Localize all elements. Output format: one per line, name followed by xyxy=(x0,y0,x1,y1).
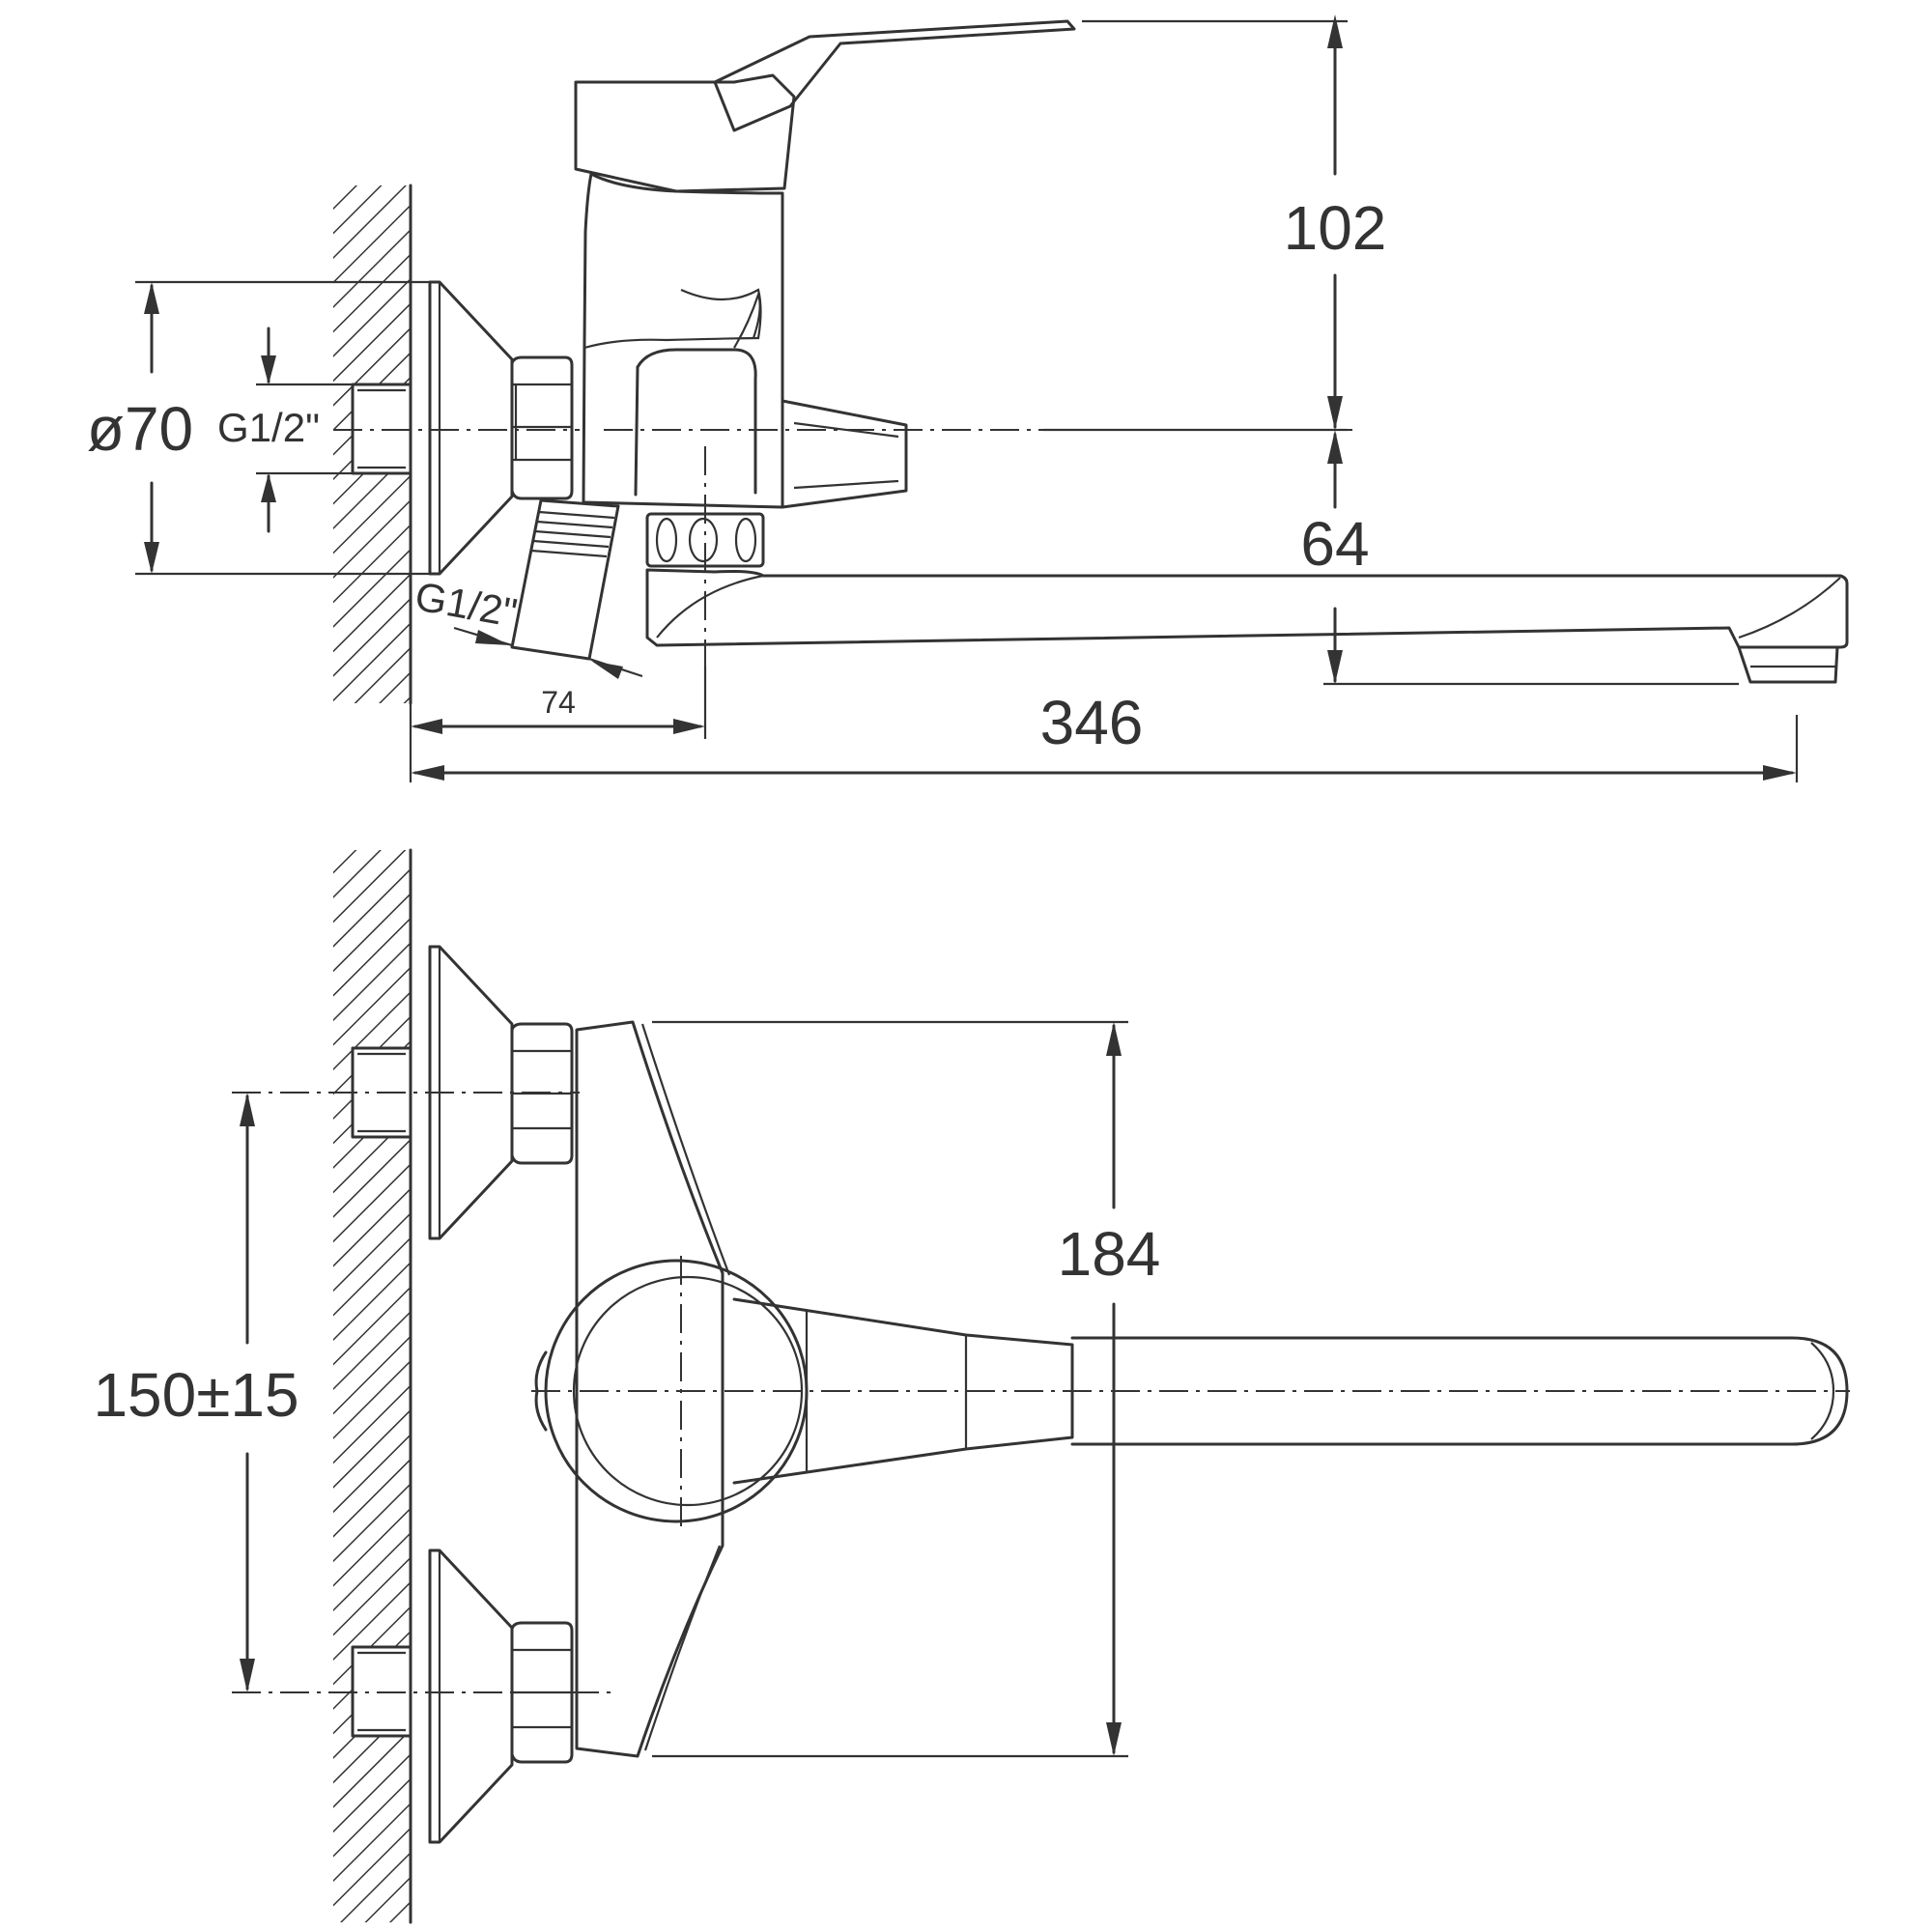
dimension-eccentric-thread: G1/2" xyxy=(412,573,643,679)
wall-flange-top xyxy=(428,280,514,576)
dimension-150: 150±15 xyxy=(93,1093,299,1692)
plan-view: 184 150±15 xyxy=(93,848,1850,1924)
dimension-diameter-70: ø70 xyxy=(87,280,430,576)
dim-184-label: 184 xyxy=(1058,1219,1161,1289)
dim-150-label: 150±15 xyxy=(93,1360,298,1430)
dim-74-label: 74 xyxy=(541,685,576,720)
dim-inlet-thread-label: G1/2" xyxy=(217,405,320,450)
dim-diameter-70-label: ø70 xyxy=(87,394,193,464)
wall-section-bottom xyxy=(333,848,412,1924)
dim-64-label: 64 xyxy=(1300,509,1369,579)
hex-nut-top xyxy=(510,355,574,500)
mixer-body-top xyxy=(574,19,1849,684)
dimension-inlet-thread: G1/2" xyxy=(217,327,353,533)
dimension-184: 184 xyxy=(652,1020,1161,1758)
wall-flange-lower xyxy=(428,1548,574,1844)
dim-eccentric-thread-label: G1/2" xyxy=(412,573,521,636)
dim-346-label: 346 xyxy=(1040,688,1144,757)
mixer-body-plan xyxy=(534,1020,1849,1758)
dimension-74: 74 xyxy=(409,667,707,782)
dimension-346: 346 xyxy=(411,688,1799,782)
dim-102-label: 102 xyxy=(1284,193,1387,263)
eccentric-connector-top xyxy=(510,498,620,661)
dimension-64: 64 xyxy=(1300,430,1739,686)
dimension-102: 102 xyxy=(1043,14,1387,432)
wall-section-top xyxy=(333,184,412,705)
side-elevation-view: 102 64 ø70 G1/2 xyxy=(87,14,1849,782)
centerlines-bottom xyxy=(232,1092,1850,1693)
centerlines-top xyxy=(333,429,1352,676)
